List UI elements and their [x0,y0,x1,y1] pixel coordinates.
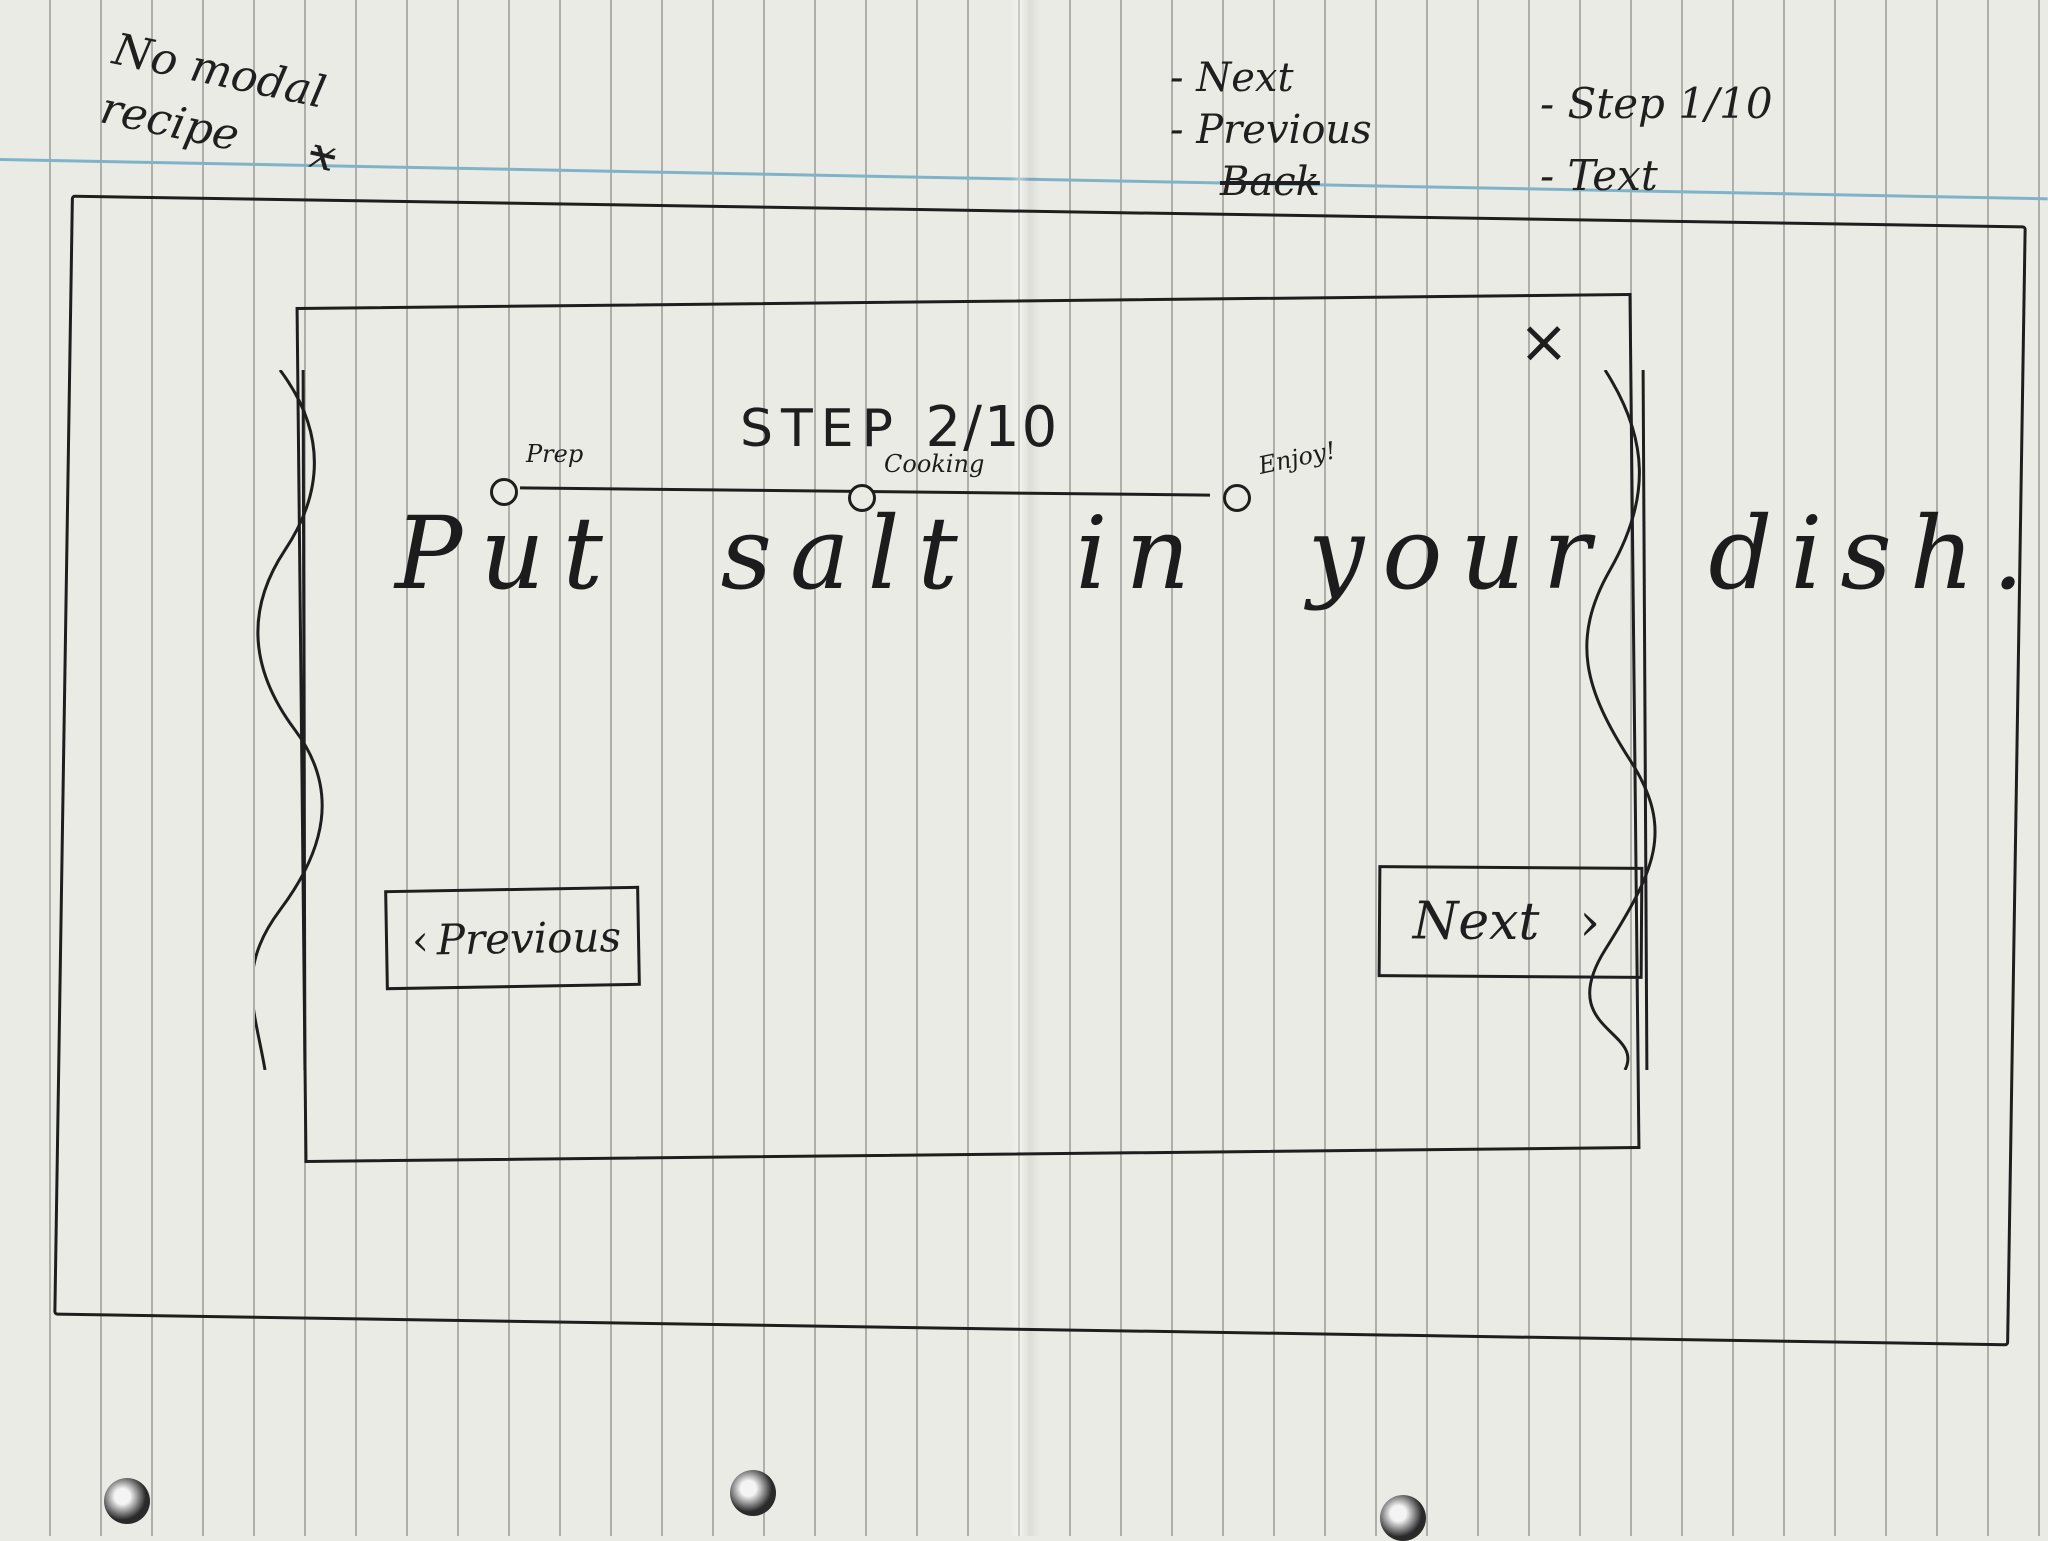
punch-hole [730,1470,776,1516]
stepper-node-cooking[interactable] [848,484,876,512]
scroll-wave-right [1585,370,1657,1070]
note-item: - Next [1170,55,1294,101]
next-button-label: Next [1412,891,1540,953]
step-instruction: Put salt in your dish. [395,495,2042,612]
stepper-label-prep: Prep [526,440,584,468]
stepper-node-prep[interactable] [490,478,518,506]
previous-button[interactable]: ‹Previous [384,885,641,991]
note-list-content: - Step 1/10 - Text [1540,68,1773,212]
chevron-right-icon: › [1579,892,1601,953]
punch-hole [104,1478,150,1524]
paper-fold [1010,0,1040,1536]
previous-button-label: Previous [436,911,622,964]
note-list-buttons: - Next - Previous Back [1170,52,1372,208]
chevron-left-icon: ‹ [411,914,430,965]
note-item: - Text [1540,151,1658,200]
stepper-label-cooking: Cooking [884,450,985,478]
punch-hole [1380,1495,1426,1541]
close-icon[interactable]: × [1518,306,1570,378]
scroll-wave-left [255,370,324,1070]
progress-stepper: Prep Cooking Enjoy! [480,436,1338,520]
stepper-node-enjoy[interactable] [1223,484,1251,512]
step-count: 2/10 [925,395,1060,460]
step-title: STEP 2/10 [740,395,1059,460]
next-button[interactable]: Next › [1377,865,1644,979]
note-item: - Previous [1170,107,1372,153]
note-item-struck: Back [1220,159,1320,205]
step-label: STEP [740,399,901,459]
note-item: - Step 1/10 [1540,79,1773,128]
